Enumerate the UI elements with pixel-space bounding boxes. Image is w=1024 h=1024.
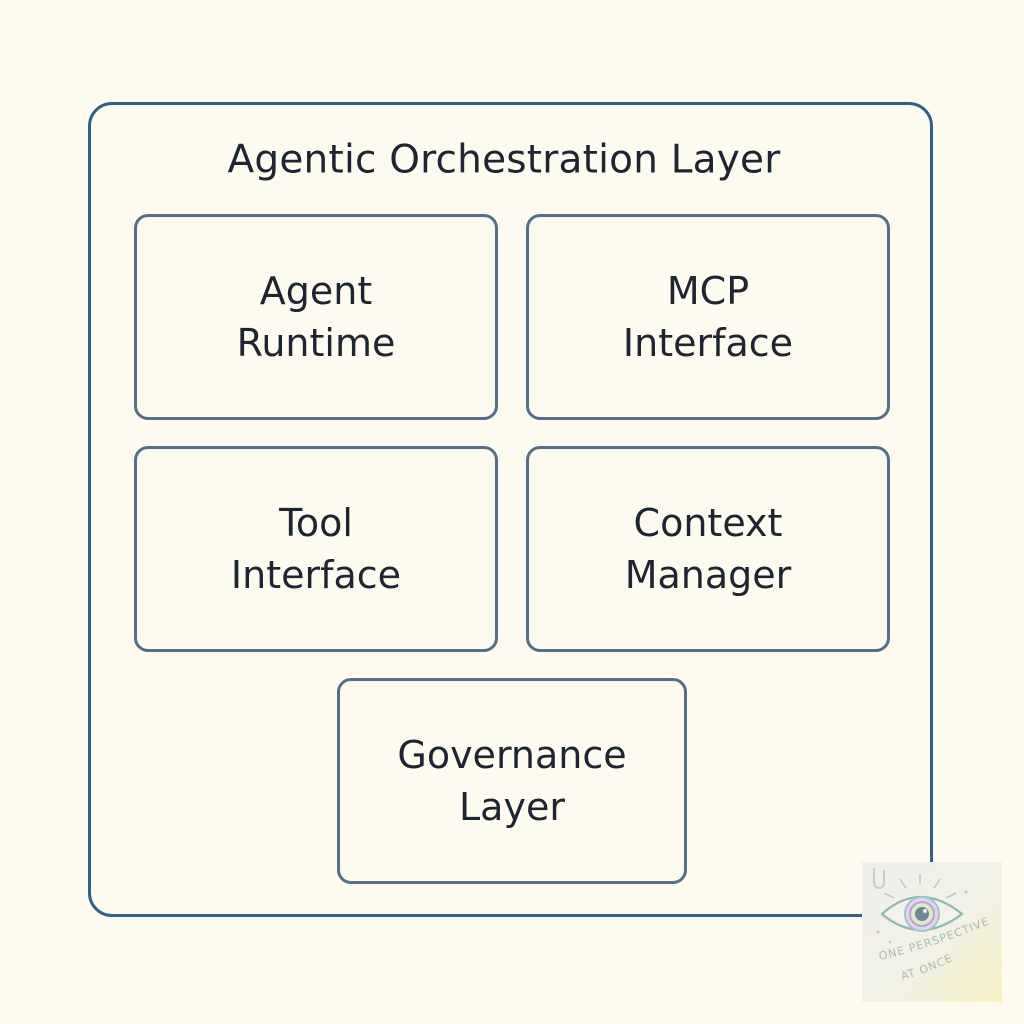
agent-runtime-line1: Agent [259, 269, 373, 313]
orchestration-layer-container [88, 102, 933, 917]
svg-text:AT ONCE: AT ONCE [899, 951, 955, 983]
tool-interface-box: Tool Interface [134, 446, 498, 652]
governance-layer-line1: Governance [397, 733, 627, 777]
mcp-interface-line2: Interface [622, 321, 794, 365]
agent-runtime-box: Agent Runtime [134, 214, 498, 420]
watermark-logo: ONE PERSPECTIVE AT ONCE [862, 862, 1002, 1002]
mcp-interface-box: MCP Interface [526, 214, 890, 420]
context-manager-box: Context Manager [526, 446, 890, 652]
context-manager-line1: Context [633, 501, 783, 545]
tool-interface-line1: Tool [279, 501, 353, 545]
diagram-title: Agentic Orchestration Layer [227, 137, 781, 183]
eye-icon: ONE PERSPECTIVE AT ONCE [873, 868, 991, 983]
governance-layer-line2: Layer [459, 785, 565, 829]
mcp-interface-line1: MCP [666, 269, 750, 313]
agent-runtime-line2: Runtime [236, 321, 396, 365]
governance-layer-box: Governance Layer [337, 678, 687, 884]
context-manager-line2: Manager [624, 553, 792, 597]
tool-interface-line2: Interface [230, 553, 402, 597]
